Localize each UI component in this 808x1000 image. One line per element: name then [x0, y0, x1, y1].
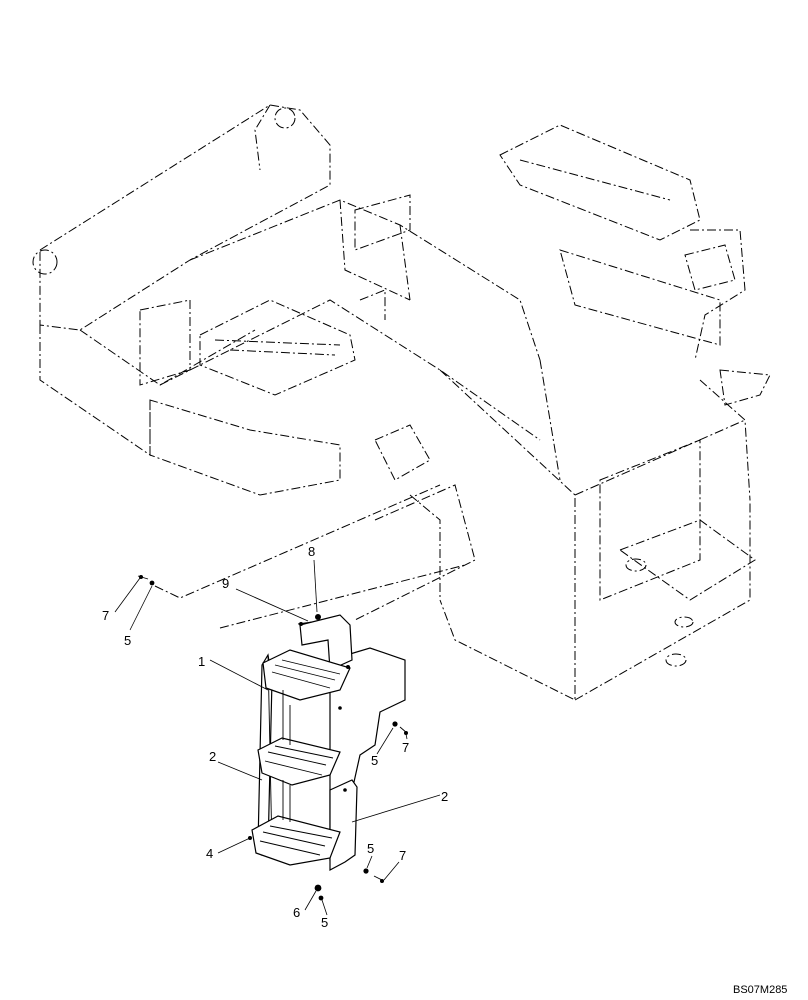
document-id: BS07M285 [733, 984, 787, 996]
callout-2-left: 2 [209, 749, 216, 764]
washer-bottom [318, 895, 324, 901]
washer-low-right [363, 868, 369, 874]
hardware [137, 575, 408, 901]
callout-labels: 7 5 9 8 1 2 2 4 5 7 5 7 6 5 [102, 544, 448, 930]
callout-7-low-right: 7 [399, 848, 406, 863]
washer-mid-right [392, 721, 398, 727]
washer-upper-left [149, 580, 155, 586]
washer-item-8 [315, 614, 321, 620]
middle-tread [257, 737, 341, 786]
callout-6: 6 [293, 905, 300, 920]
callout-8: 8 [308, 544, 315, 559]
callout-9: 9 [222, 576, 229, 591]
step-assembly [251, 614, 406, 871]
callout-7-upper-left: 7 [102, 608, 109, 623]
right-side-rail [329, 779, 358, 871]
callout-7-mid-right: 7 [402, 740, 409, 755]
leader-lines [114, 559, 441, 916]
callout-2-right: 2 [441, 789, 448, 804]
bottom-tread [251, 815, 341, 866]
callout-1: 1 [198, 654, 205, 669]
callout-5-mid-right: 5 [371, 753, 378, 768]
callout-5-low-right: 5 [367, 841, 374, 856]
callout-5-upper-left: 5 [124, 633, 131, 648]
nut-item-6 [314, 884, 322, 892]
callout-5-bottom: 5 [321, 915, 328, 930]
callout-4: 4 [206, 846, 213, 861]
chassis-frame-phantom [32, 104, 771, 701]
